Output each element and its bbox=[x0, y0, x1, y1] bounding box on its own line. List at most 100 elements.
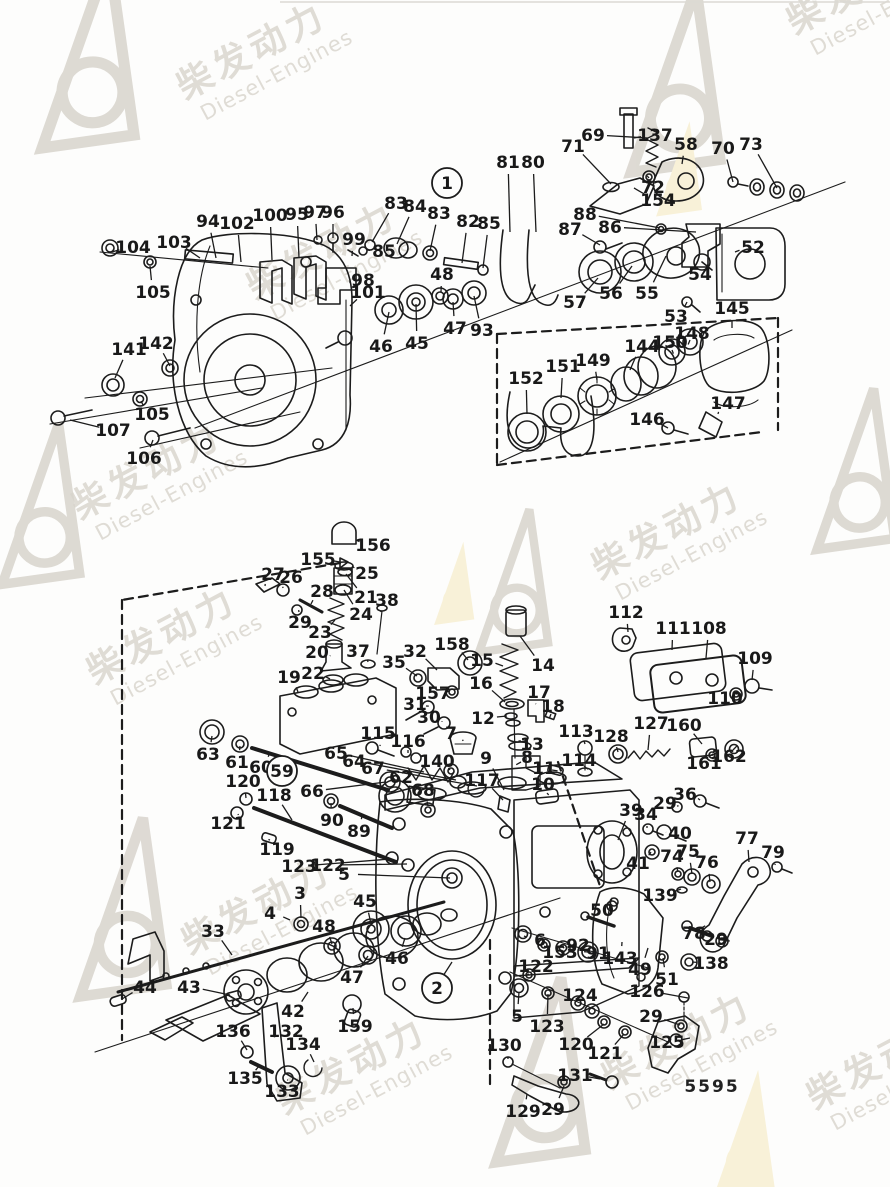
part-label-95: 95 bbox=[285, 205, 309, 225]
watermark-logo-icon bbox=[17, 0, 134, 148]
part-label-24: 24 bbox=[349, 605, 373, 625]
leader-line bbox=[426, 801, 429, 807]
part-label-9: 9 bbox=[480, 749, 492, 769]
leader-line bbox=[546, 993, 549, 1015]
part-label-115: 115 bbox=[360, 724, 396, 744]
leader-line bbox=[687, 339, 691, 345]
leader-line bbox=[664, 1018, 681, 1026]
part-label-21: 21 bbox=[354, 588, 378, 608]
leader-line bbox=[366, 659, 369, 663]
leader-line bbox=[309, 1053, 315, 1063]
leader-line bbox=[396, 216, 410, 245]
leader-line bbox=[121, 991, 133, 1000]
leader-line bbox=[717, 411, 720, 415]
leader-line bbox=[273, 1035, 278, 1038]
part-label-76: 76 bbox=[695, 853, 719, 873]
leader-line bbox=[447, 767, 451, 771]
leader-line bbox=[684, 301, 688, 307]
leader-line bbox=[595, 371, 598, 381]
leader-line bbox=[415, 303, 418, 332]
part-label-48: 48 bbox=[430, 265, 454, 285]
leader-line bbox=[734, 249, 740, 253]
leader-line bbox=[461, 652, 469, 661]
leader-line bbox=[697, 797, 701, 801]
leader-line bbox=[583, 1003, 587, 1007]
part-label-30: 30 bbox=[417, 708, 441, 728]
group-ref-balloon-2: 2 bbox=[421, 972, 453, 1004]
part-label-158: 158 bbox=[434, 635, 470, 655]
part-label-13: 13 bbox=[520, 735, 544, 755]
part-label-110: 110 bbox=[707, 689, 743, 709]
leader-line bbox=[111, 249, 120, 253]
camshaft-drawing bbox=[94, 897, 561, 1102]
leader-line bbox=[359, 955, 369, 968]
part-label-101: 101 bbox=[350, 283, 386, 303]
part-label-96: 96 bbox=[321, 203, 345, 223]
leader-line bbox=[705, 263, 709, 267]
part-label-157: 157 bbox=[415, 684, 451, 704]
part-label-107: 107 bbox=[95, 421, 131, 441]
part-label-29: 29 bbox=[704, 930, 728, 950]
part-label-29: 29 bbox=[541, 1100, 565, 1120]
leader-line bbox=[519, 635, 535, 656]
leader-line bbox=[267, 751, 271, 757]
part-label-113: 113 bbox=[558, 722, 594, 742]
part-label-7: 7 bbox=[445, 724, 457, 744]
part-label-35: 35 bbox=[382, 653, 406, 673]
part-label-126: 126 bbox=[629, 982, 665, 1002]
leader-line bbox=[615, 746, 619, 753]
part-label-47: 47 bbox=[443, 319, 467, 339]
leader-line bbox=[244, 792, 247, 799]
part-label-36: 36 bbox=[673, 785, 697, 805]
part-label-148: 148 bbox=[674, 324, 710, 344]
part-label-81: 81 bbox=[496, 153, 520, 173]
leader-line bbox=[401, 937, 406, 948]
leader-line bbox=[461, 232, 467, 264]
part-label-123: 123 bbox=[281, 857, 317, 877]
leader-line bbox=[492, 768, 505, 791]
part-label-93: 93 bbox=[470, 321, 494, 341]
leader-line bbox=[558, 1085, 565, 1099]
leader-line bbox=[633, 136, 642, 139]
part-label-11: 11 bbox=[532, 759, 556, 779]
part-label-97: 97 bbox=[303, 203, 327, 223]
part-label-75: 75 bbox=[676, 842, 700, 862]
leader-line bbox=[491, 787, 504, 801]
leader-line bbox=[623, 227, 697, 233]
part-label-18: 18 bbox=[541, 697, 565, 717]
part-label-5: 5 bbox=[511, 1007, 523, 1027]
leader-line bbox=[301, 991, 309, 1002]
part-label-118: 118 bbox=[256, 786, 292, 806]
part-label-16: 16 bbox=[469, 674, 493, 694]
part-label-53: 53 bbox=[664, 307, 688, 327]
part-label-109: 109 bbox=[737, 649, 773, 669]
part-label-136: 136 bbox=[215, 1022, 251, 1042]
leader-line bbox=[325, 676, 331, 680]
leader-line bbox=[584, 277, 599, 294]
part-label-23: 23 bbox=[308, 623, 332, 643]
leader-line bbox=[543, 945, 548, 949]
part-label-100: 100 bbox=[252, 206, 288, 226]
part-label-73: 73 bbox=[739, 135, 763, 155]
part-label-54: 54 bbox=[688, 265, 712, 285]
part-label-149: 149 bbox=[575, 351, 611, 371]
leader-line bbox=[626, 623, 629, 633]
part-label-98: 98 bbox=[351, 271, 375, 291]
leader-line bbox=[240, 1040, 248, 1051]
leader-line bbox=[693, 733, 703, 745]
part-label-103: 103 bbox=[156, 233, 192, 253]
part-label-65: 65 bbox=[324, 744, 348, 764]
part-label-37: 37 bbox=[346, 642, 370, 662]
part-label-48: 48 bbox=[312, 917, 336, 937]
part-label-39: 39 bbox=[619, 801, 643, 821]
part-label-146: 146 bbox=[629, 410, 665, 430]
leader-line bbox=[281, 804, 293, 821]
part-label-51: 51 bbox=[655, 970, 679, 990]
leader-line bbox=[671, 349, 675, 354]
leader-line bbox=[482, 234, 488, 269]
part-label-144: 144 bbox=[624, 337, 660, 357]
part-label-77: 77 bbox=[735, 829, 759, 849]
leader-line bbox=[526, 973, 530, 976]
